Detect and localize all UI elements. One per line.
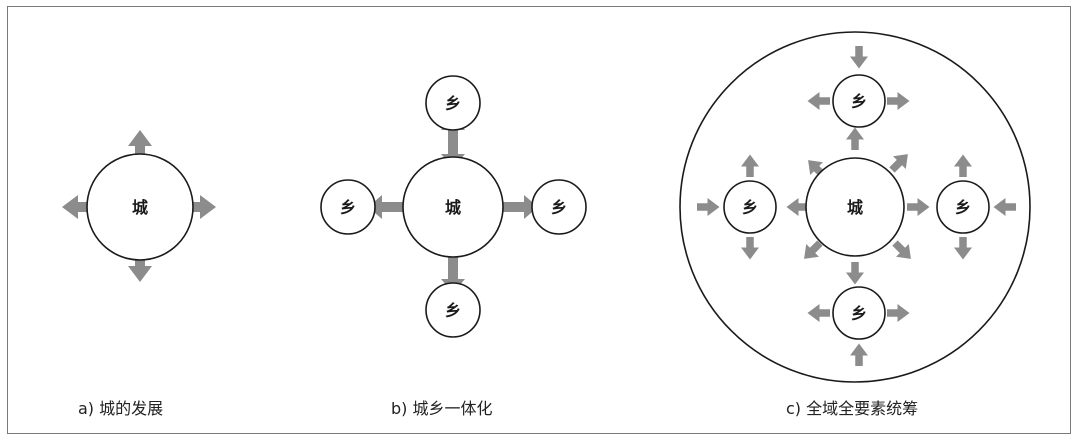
village-node-left [320,179,376,235]
panel-c: 城 乡 乡 乡 乡 [679,31,1031,383]
village-label: 乡 [955,198,971,217]
city-label-c: 城 [847,198,863,217]
village-node-top [425,75,481,131]
caption-b: b) 城乡一体化 [391,399,493,418]
village-label: 乡 [551,198,567,217]
panel-b: 城 乡 乡 乡 乡 [320,75,587,338]
village-label: 乡 [851,92,867,111]
city-node-c [805,157,905,257]
city-label-a: 城 [132,198,148,217]
village-node-right [936,180,990,234]
city-node-b [402,156,504,258]
village-label: 乡 [445,94,461,113]
city-label-b: 城 [445,198,461,217]
village-node-right [531,179,587,235]
figure-frame [7,6,1071,434]
caption-c: c) 全域全要素统筹 [786,399,919,418]
village-label: 乡 [340,198,356,217]
village-node-bottom [832,286,886,340]
city-node-a [86,153,194,261]
panel-a: 城 [62,130,216,282]
village-label: 乡 [742,198,758,217]
village-node-bottom [425,282,481,338]
caption-a: a) 城的发展 [78,399,164,418]
village-node-left [723,180,777,234]
village-label: 乡 [445,301,461,320]
village-label: 乡 [851,304,867,323]
village-node-top [832,74,886,128]
